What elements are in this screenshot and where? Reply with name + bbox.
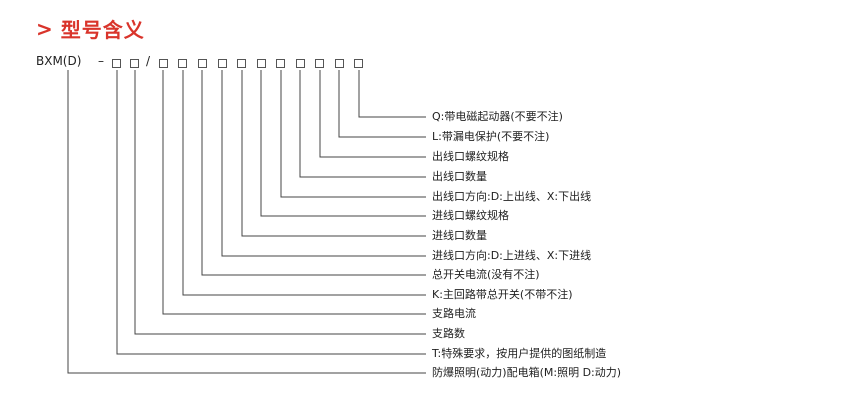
code-box (112, 59, 121, 68)
section-heading: > 型号含义 (36, 14, 145, 43)
code-label: T:特殊要求，按用户提供的图纸制造 (432, 347, 607, 360)
leader-line (116, 70, 426, 355)
code-box (354, 59, 363, 68)
leader-line (358, 70, 426, 118)
model-code: BXM(D) – / (36, 54, 150, 68)
code-label: 进线口方向:D:上进线、X:下进线 (432, 249, 592, 262)
code-box (130, 59, 139, 68)
code-box (315, 59, 324, 68)
leader-line (319, 70, 426, 158)
code-label: 总开关电流(没有不注) (432, 268, 540, 281)
code-label: 支路数 (432, 327, 465, 340)
model-slash: / (146, 54, 151, 68)
leader-line (201, 70, 426, 276)
code-label: 进线口螺纹规格 (432, 209, 509, 222)
leader-line (162, 70, 426, 315)
code-label: 进线口数量 (432, 229, 487, 242)
code-label: 防爆照明(动力)配电箱(M:照明 D:动力) (432, 366, 622, 379)
code-label: 支路电流 (432, 307, 476, 320)
code-box (257, 59, 266, 68)
code-box (276, 59, 285, 68)
leader-line (260, 70, 426, 217)
code-box (198, 59, 207, 68)
code-label: Q:带电磁起动器(不要不注) (432, 110, 563, 123)
code-box (335, 59, 344, 68)
leader-line (67, 70, 426, 374)
code-box (178, 59, 187, 68)
leader-line (299, 70, 426, 178)
model-dash: – (98, 54, 104, 68)
section-title: 型号含义 (60, 18, 145, 42)
leader-line (221, 70, 426, 257)
code-label: L:带漏电保护(不要不注) (432, 130, 550, 143)
leader-line (182, 70, 426, 296)
leader-line (241, 70, 426, 237)
code-box (159, 59, 168, 68)
leader-line (338, 70, 426, 138)
code-label: 出线口螺纹规格 (432, 150, 509, 163)
chevron-right-icon: > (36, 16, 53, 41)
code-label: K:主回路带总开关(不带不注) (432, 288, 573, 301)
model-prefix: BXM(D) (36, 54, 82, 68)
code-box (296, 59, 305, 68)
code-box (237, 59, 246, 68)
leader-line (280, 70, 426, 198)
leader-line (134, 70, 426, 335)
code-label: 出线口数量 (432, 170, 487, 183)
code-box (218, 59, 227, 68)
code-label: 出线口方向:D:上出线、X:下出线 (432, 190, 592, 203)
